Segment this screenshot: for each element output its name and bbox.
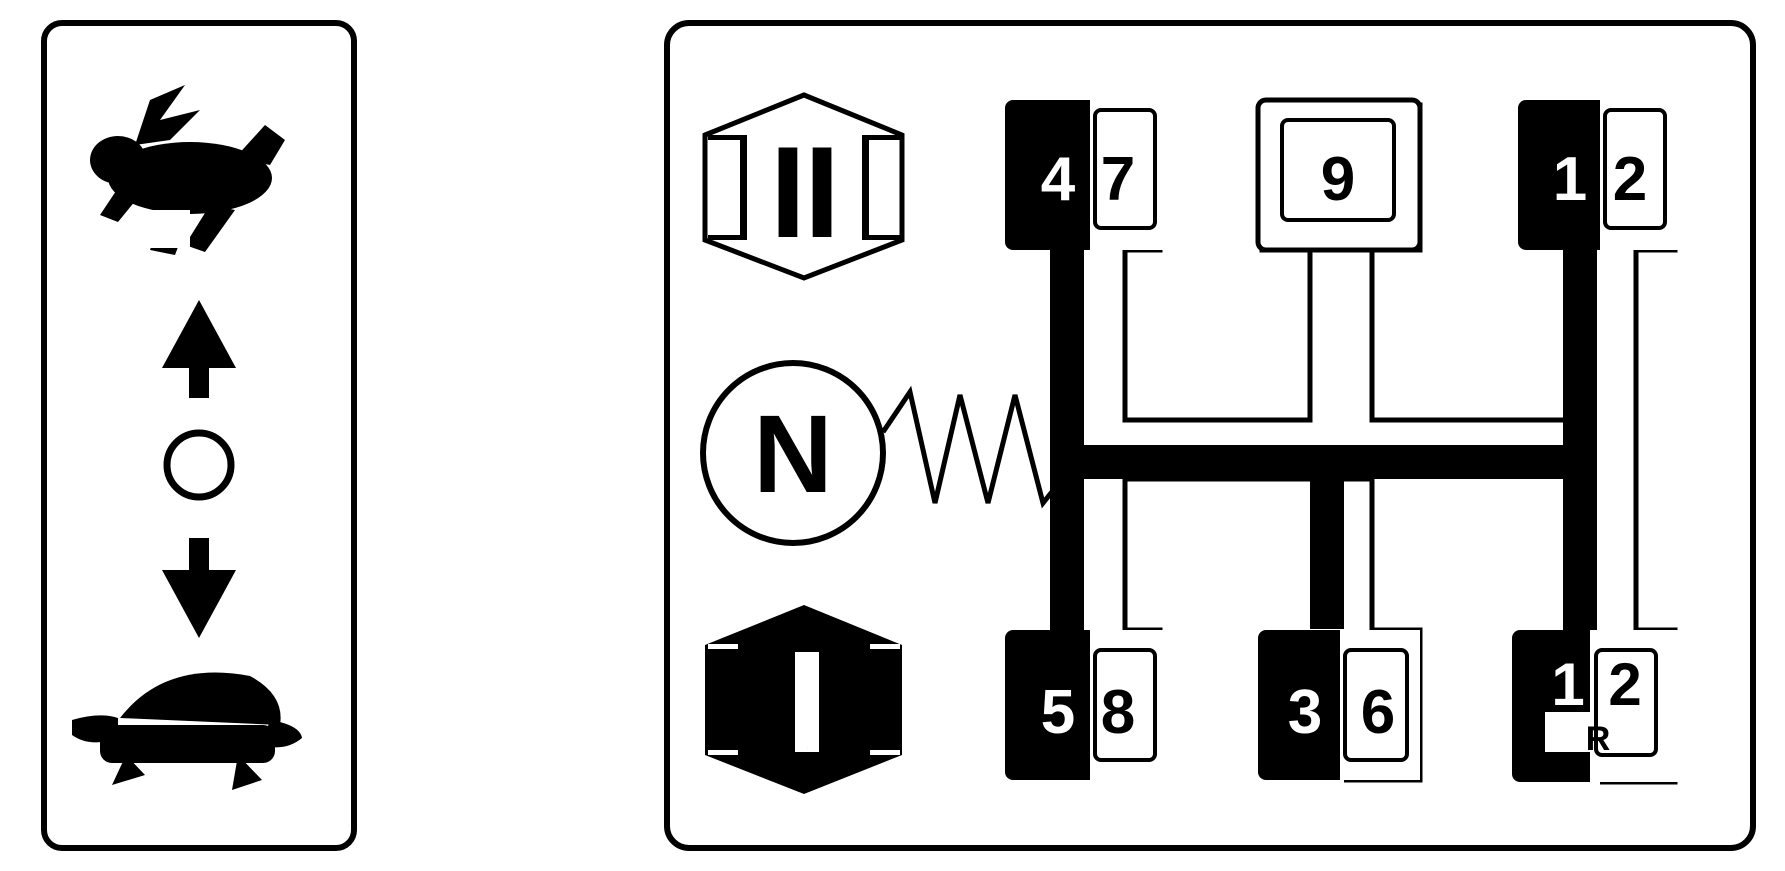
shift-panel: II N I [664, 20, 1756, 851]
arrow-down-icon [162, 538, 236, 638]
gear-label-8: 8 [1101, 678, 1135, 747]
gear-box-3-6: 3 6 [1258, 630, 1420, 780]
neutral-symbol: N [700, 360, 886, 546]
gear-label-3: 3 [1288, 678, 1322, 747]
range-high-label: II [770, 119, 838, 265]
gear-box-5-8: 5 8 [1005, 630, 1165, 780]
gear-label-7: 7 [1101, 145, 1135, 214]
gear-label-1: 1 [1553, 145, 1587, 214]
gear-label-2-low: 2 [1608, 651, 1641, 718]
rabbit-icon [90, 85, 285, 255]
turtle-icon [72, 672, 302, 790]
gear-box-4-7: 4 7 [1005, 100, 1165, 250]
neutral-label: N [753, 393, 832, 516]
gear-box-1-2: 1 2 [1518, 100, 1678, 250]
shift-panel-frame [664, 20, 1756, 851]
range-high-symbol: II [702, 92, 905, 281]
gear-box-9: 9 [1255, 97, 1423, 253]
gear-label-reverse: R [1586, 720, 1611, 758]
circle-icon [163, 429, 235, 501]
shift-gate [1050, 230, 1597, 630]
gear-label-2: 2 [1613, 145, 1647, 214]
gear-label-9: 9 [1321, 145, 1355, 214]
gear-label-6: 6 [1361, 678, 1395, 747]
arrow-up-icon [162, 300, 236, 398]
gear-label-1-low: 1 [1551, 651, 1584, 718]
range-low-symbol: I [705, 605, 902, 794]
speed-panel [41, 20, 357, 851]
gear-label-5: 5 [1041, 678, 1075, 747]
gear-box-1-2-reverse: 1 2 R [1512, 630, 1678, 782]
gear-label-4: 4 [1041, 145, 1076, 214]
spring-icon [880, 385, 1057, 509]
speed-panel-frame [41, 20, 357, 851]
